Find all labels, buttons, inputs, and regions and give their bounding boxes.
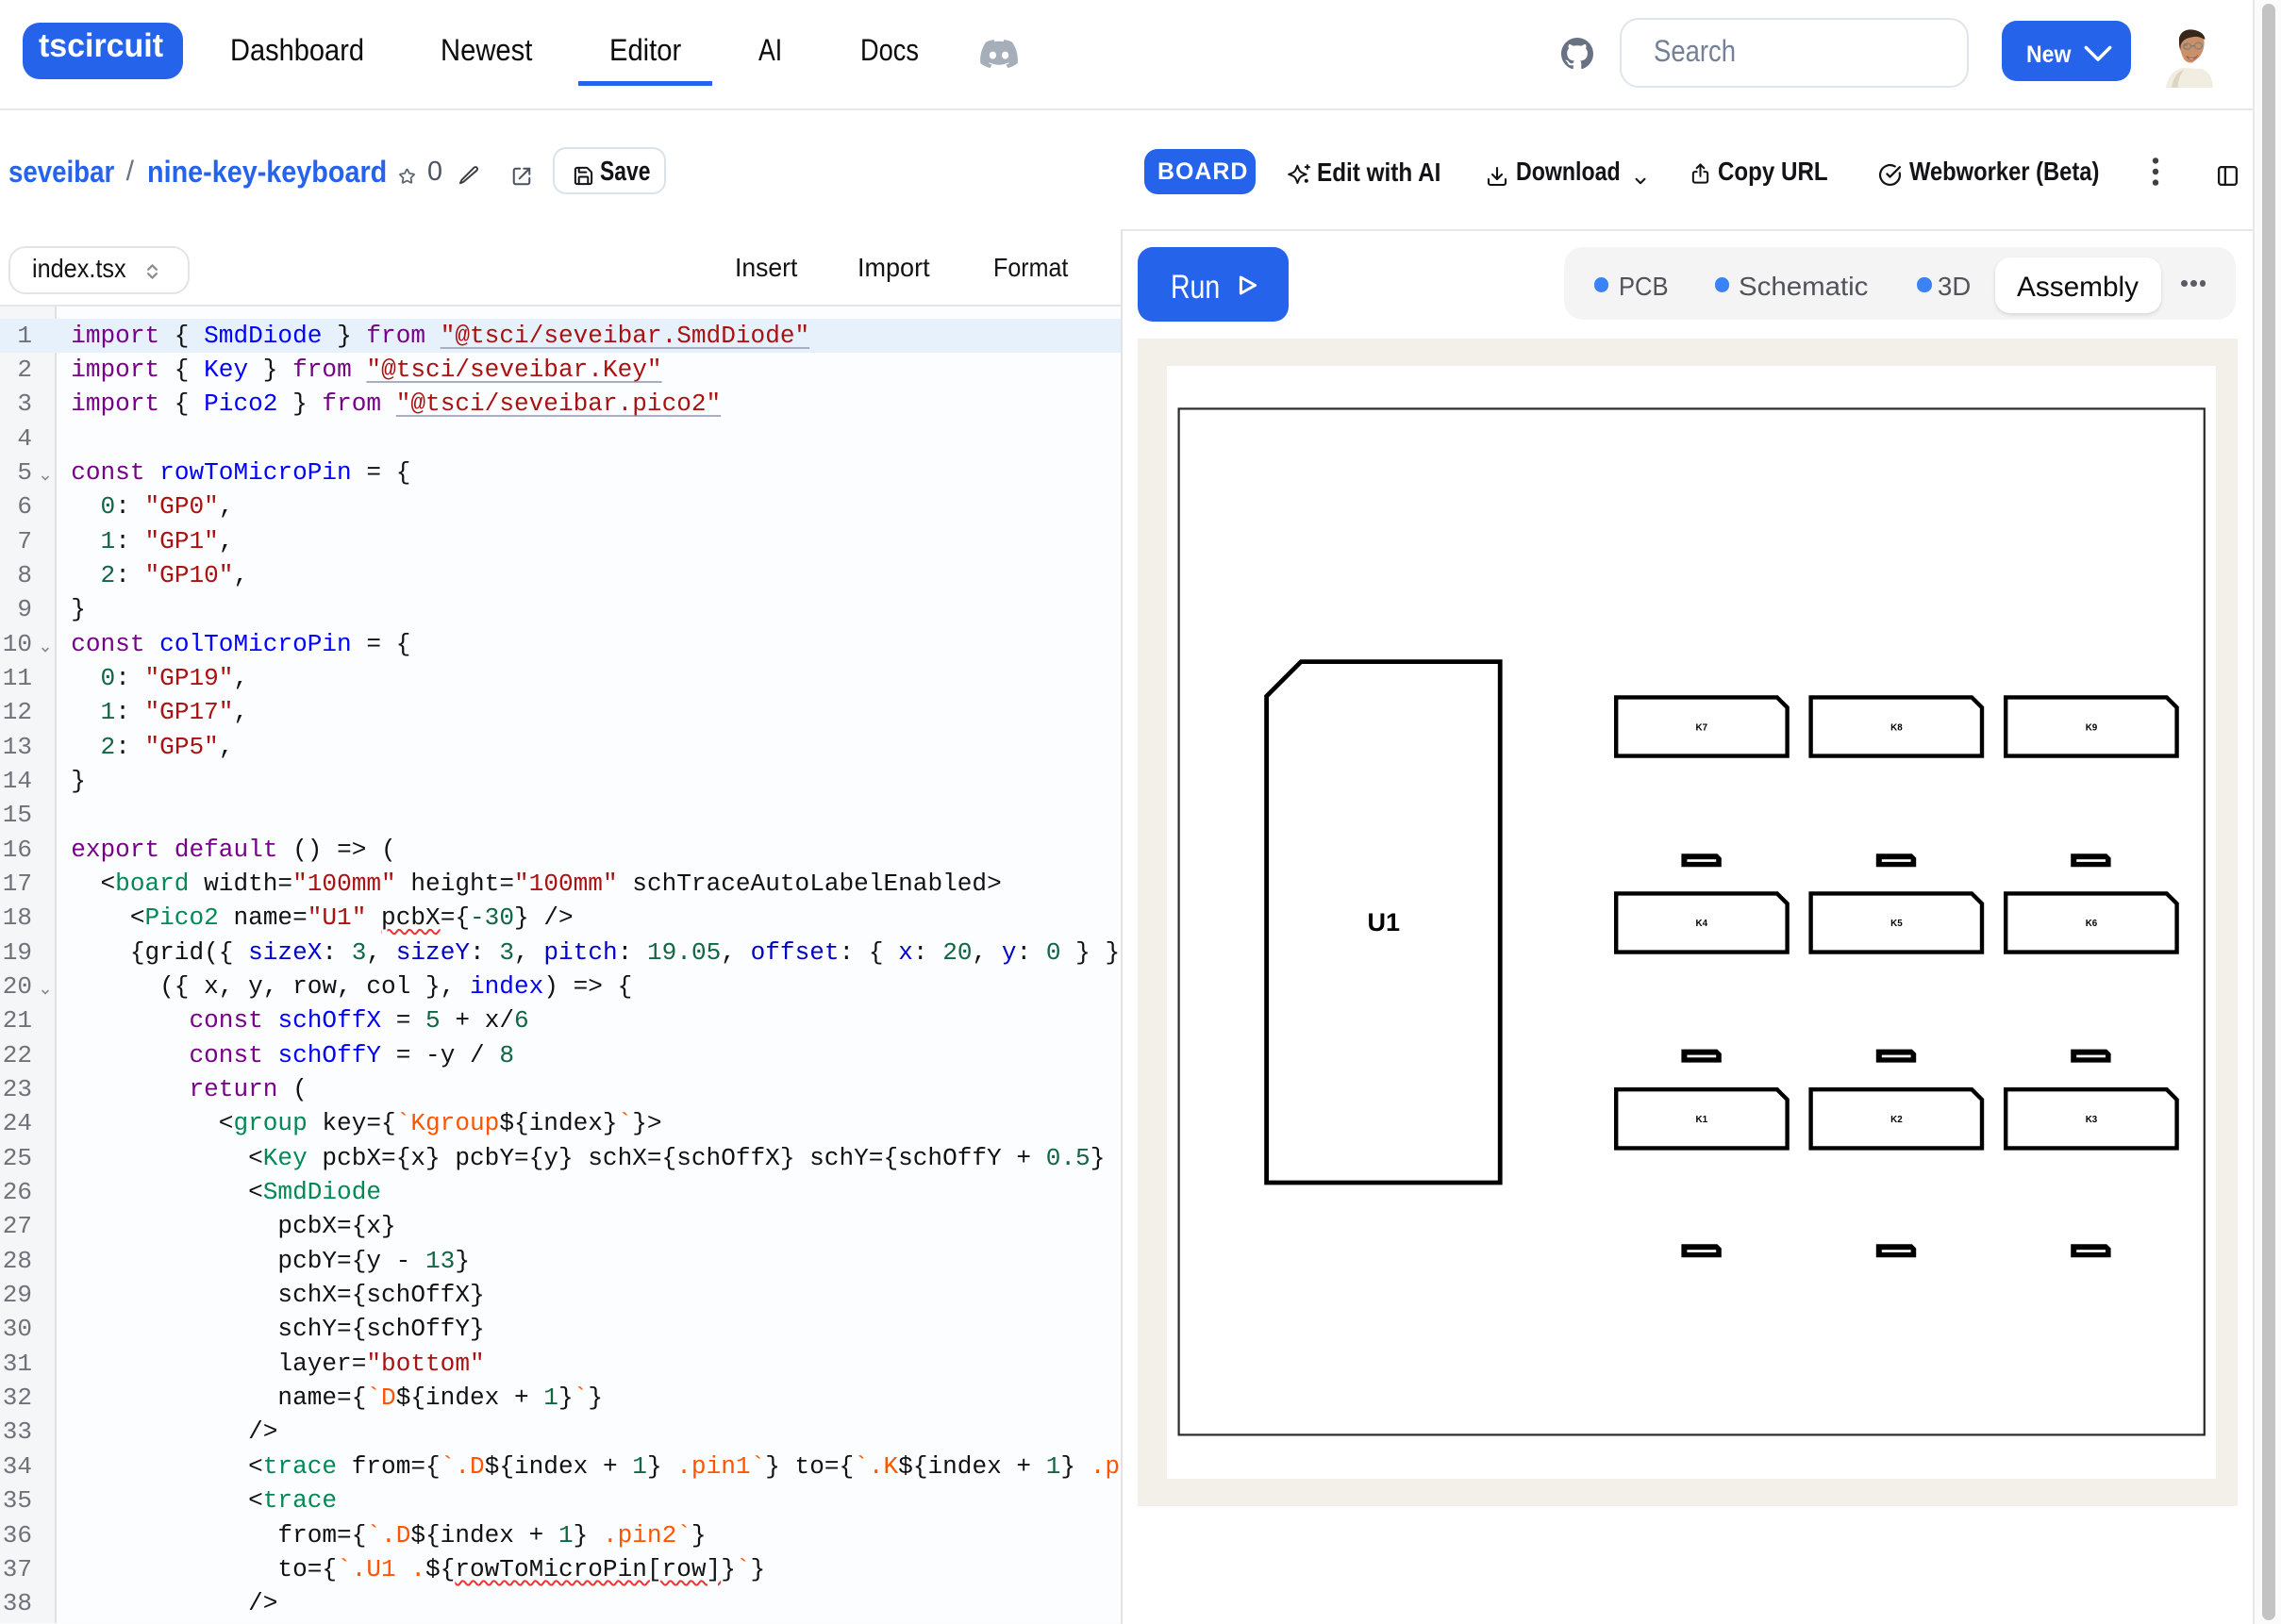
svg-text:K5: K5	[1891, 919, 1904, 929]
svg-text:K6: K6	[2086, 919, 2098, 929]
svg-text:K1: K1	[1696, 1115, 1708, 1125]
svg-text:K2: K2	[1891, 1115, 1904, 1125]
svg-text:K9: K9	[2086, 722, 2098, 733]
svg-text:K3: K3	[2086, 1115, 2098, 1125]
svg-text:K4: K4	[1696, 919, 1708, 929]
svg-text:U1: U1	[1368, 908, 1401, 936]
svg-text:K7: K7	[1696, 722, 1708, 733]
svg-text:K8: K8	[1891, 722, 1904, 733]
